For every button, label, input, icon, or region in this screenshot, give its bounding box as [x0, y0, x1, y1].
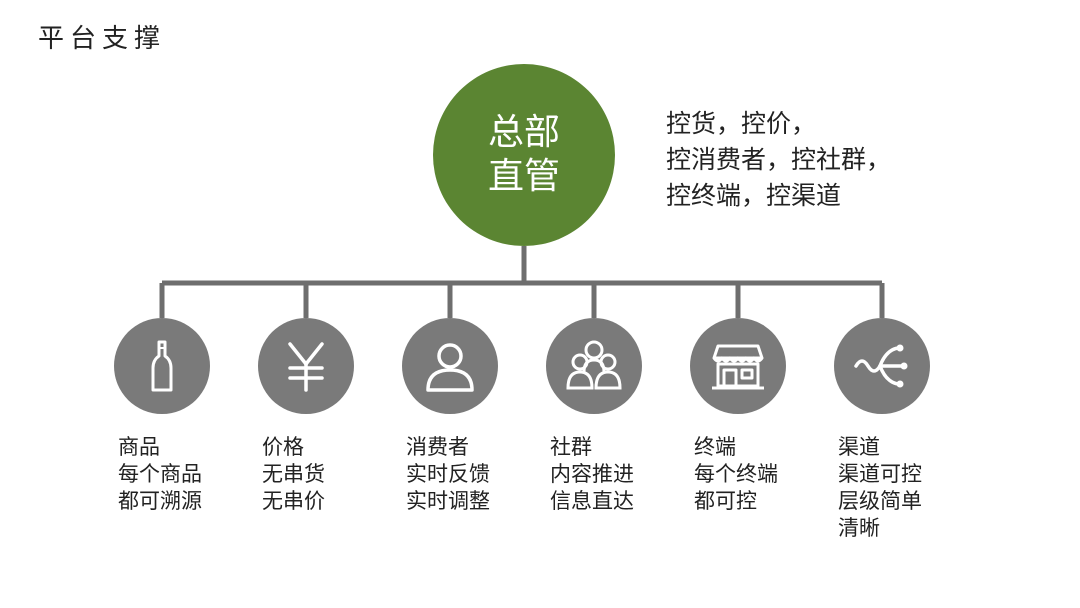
label-line: 商品 — [118, 435, 160, 459]
label-line: 都可溯源 — [118, 489, 202, 513]
person-icon — [426, 343, 474, 392]
note-line: 控消费者，控社群， — [666, 145, 892, 174]
page-title: 平台支撑 — [38, 24, 167, 54]
label-line: 都可控 — [694, 489, 757, 513]
label-line: 每个商品 — [118, 462, 202, 486]
control-note: 控货，控价， 控消费者，控社群， 控终端，控渠道 — [666, 106, 891, 214]
label-line: 消费者 — [406, 435, 469, 459]
label-price: 价格 无串货 无串价 — [262, 434, 325, 515]
node-price — [258, 318, 354, 414]
label-line: 价格 — [262, 435, 304, 459]
label-line: 层级简单 — [838, 489, 922, 513]
label-line: 每个终端 — [694, 462, 778, 486]
label-line: 清晰 — [838, 516, 880, 540]
branch-icon — [854, 344, 908, 388]
label-line: 无串价 — [262, 489, 325, 513]
note-line: 控货，控价， — [666, 109, 817, 138]
node-community — [546, 318, 642, 414]
label-line: 无串货 — [262, 462, 325, 486]
node-channel — [834, 318, 930, 414]
hq-label-line2: 直管 — [487, 156, 560, 197]
yen-icon — [288, 342, 324, 392]
label-line: 内容推进 — [550, 462, 634, 486]
hq-circle: 总部 直管 — [433, 64, 615, 246]
label-community: 社群 内容推进 信息直达 — [550, 434, 634, 515]
node-terminal — [690, 318, 786, 414]
store-icon — [712, 344, 764, 390]
label-terminal: 终端 每个终端 都可控 — [694, 434, 778, 515]
node-product — [114, 318, 210, 414]
label-line: 渠道可控 — [838, 462, 922, 486]
label-channel: 渠道 渠道可控 层级简单 清晰 — [838, 434, 922, 542]
note-line: 控终端，控渠道 — [666, 181, 842, 210]
node-consumer — [402, 318, 498, 414]
label-line: 渠道 — [838, 435, 880, 459]
label-product: 商品 每个商品 都可溯源 — [118, 434, 202, 515]
label-line: 社群 — [550, 435, 592, 459]
bottle-icon — [151, 340, 173, 392]
group-icon — [566, 340, 622, 390]
label-consumer: 消费者 实时反馈 实时调整 — [406, 434, 490, 515]
label-line: 实时反馈 — [406, 462, 490, 486]
hq-label-line1: 总部 — [487, 112, 560, 153]
label-line: 实时调整 — [406, 489, 490, 513]
label-line: 信息直达 — [550, 489, 634, 513]
label-line: 终端 — [694, 435, 736, 459]
